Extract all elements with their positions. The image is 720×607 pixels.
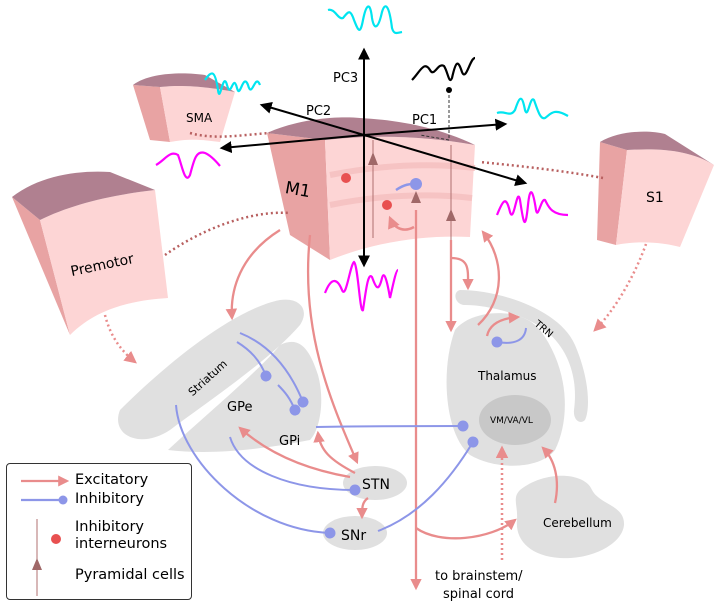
pc-waveforms — [155, 5, 569, 312]
gpe-label: GPe — [227, 400, 252, 415]
premotor-m1-link — [164, 211, 291, 257]
inhibitory-pathways — [175, 327, 527, 539]
premotor-striatum-link — [103, 314, 137, 364]
m1-block — [267, 117, 476, 260]
gpi-label: GPi — [279, 434, 300, 449]
vm-va-vl-label: VM/VA/VL — [490, 416, 533, 426]
pc-axes — [219, 47, 528, 268]
pyramidal-cell-icon — [32, 558, 42, 570]
striatum-region — [118, 299, 304, 440]
interneuron-icon — [51, 534, 61, 544]
pc2-label: PC2 — [306, 104, 331, 119]
pc3-label: PC3 — [333, 71, 358, 86]
excitatory-pathways — [225, 210, 559, 591]
s1-label: S1 — [646, 190, 664, 206]
pc1-label: PC1 — [412, 113, 437, 128]
sma-label: SMA — [186, 111, 213, 125]
legend: Excitatory Inhibitory Inhibitory interne… — [6, 463, 192, 600]
legend-excitatory: Excitatory — [75, 472, 149, 488]
cerebellum-label: Cerebellum — [543, 516, 612, 530]
inhibitory-dot-icon — [58, 495, 68, 505]
output-label-line2: spinal cord — [443, 587, 514, 602]
snr-label: SNr — [341, 528, 366, 544]
sma-m1-link — [189, 131, 271, 138]
trn-region — [455, 290, 588, 422]
thalamus-label: Thalamus — [477, 369, 537, 383]
cerebellum-region — [515, 475, 625, 559]
legend-inhibitory: Inhibitory — [75, 491, 145, 507]
legend-pyramidal: Pyramidal cells — [75, 567, 185, 583]
legend-interneurons-1: Inhibitory — [75, 519, 145, 535]
sma-block — [133, 73, 235, 142]
s1-thalamus-link — [593, 243, 648, 332]
m1-label: M1 — [283, 178, 312, 202]
vm-va-vl-region — [479, 395, 551, 445]
legend-interneurons-2: interneurons — [75, 536, 168, 552]
s1-block — [597, 131, 714, 247]
premotor-block — [12, 171, 168, 335]
output-label-line1: to brainstem/ — [435, 569, 523, 584]
snr-region — [323, 516, 387, 550]
gpe-gpi-region — [168, 341, 322, 452]
stn-label: STN — [362, 477, 390, 493]
legend-symbols — [21, 475, 70, 596]
